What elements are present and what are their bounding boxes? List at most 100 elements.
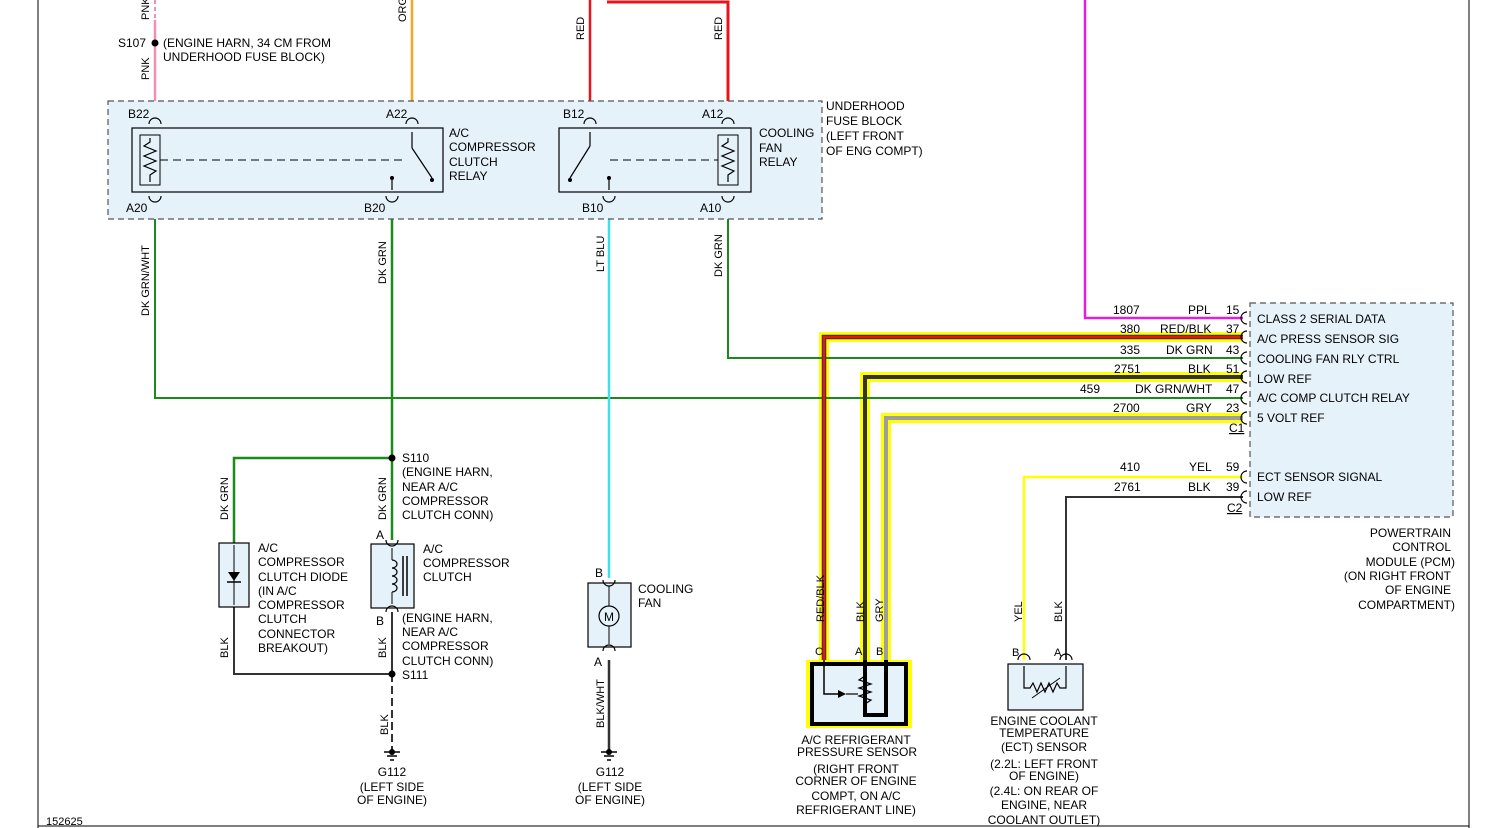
pin-a12: A12	[702, 107, 724, 121]
fuse-block-label-2: FUSE BLOCK	[826, 114, 902, 128]
ground-1: G112 (LEFT SIDE OF ENGINE)	[357, 749, 427, 807]
label-red-blk: RED/BLK	[815, 574, 827, 622]
pcm-row-2-color: DK GRN	[1166, 343, 1213, 357]
pcm-connector-c2: C2	[1227, 501, 1243, 515]
fan-relay-label-3: RELAY	[759, 155, 797, 169]
fan-label-1: COOLING	[638, 582, 693, 596]
diode-label-4: (IN A/C	[258, 584, 297, 598]
ground-2-loc-2: OF ENGINE)	[575, 793, 645, 807]
fuse-block-label-4: OF ENG COMPT)	[826, 144, 923, 158]
clutch-label-1: A/C	[423, 542, 443, 556]
s107-id: S107	[118, 36, 146, 50]
pcm-row-3-color: BLK	[1188, 362, 1211, 376]
pcm-row-0-circuit: 1807	[1113, 303, 1140, 317]
s110-id: S110	[402, 451, 429, 465]
wires	[153, 0, 1243, 752]
wire-labels: PNK PNK ORG RED RED DK GRN/WHT DK GRN LT…	[140, 0, 1065, 735]
sensor-pin-c: C	[815, 646, 823, 658]
fan-pin-b: B	[595, 566, 603, 580]
s110-desc-2: NEAR A/C	[402, 480, 458, 494]
ect-label-5: OF ENGINE)	[1009, 769, 1079, 783]
ground-2: G112 (LEFT SIDE OF ENGINE)	[575, 749, 645, 807]
label-gry-sensor: GRY	[874, 598, 886, 622]
clutch-label-3: CLUTCH	[423, 570, 472, 584]
clutch-coil-icon	[391, 559, 398, 593]
splice-s110: S110 (ENGINE HARN, NEAR A/C COMPRESSOR C…	[388, 451, 493, 522]
diode-label-7: CONNECTOR	[258, 627, 335, 641]
pin-a22: A22	[386, 107, 408, 121]
ground-1-loc-2: OF ENGINE)	[357, 793, 427, 807]
splice-s111: S111	[388, 668, 429, 682]
ac-compressor-clutch: A B A/C COMPRESSOR CLUTCH (ENGINE HARN, …	[370, 528, 510, 668]
clutch-pin-b: B	[376, 614, 384, 628]
pin-b10: B10	[582, 201, 604, 215]
fan-label-2: FAN	[638, 596, 661, 610]
label-dk-grn-b20: DK GRN	[377, 241, 389, 284]
clutch-pin-a: A	[376, 528, 384, 542]
pcm-row-4-circuit: 459	[1080, 382, 1100, 396]
label-red-2: RED	[713, 17, 725, 40]
pcm-row-7-color: BLK	[1188, 480, 1211, 494]
label-blk-ect: BLK	[1053, 601, 1065, 622]
ect-pin-b: B	[1012, 647, 1019, 659]
comp-relay-label-4: RELAY	[449, 169, 487, 183]
pcm-row-3-pin: 51	[1226, 362, 1240, 376]
label-lt-blu: LT BLU	[595, 236, 607, 272]
pcm-row-2-function: COOLING FAN RLY CTRL	[1257, 352, 1400, 366]
pcm-row-0-color: PPL	[1188, 303, 1211, 317]
ect-pin-a: A	[1054, 647, 1062, 659]
pcm-row-1-function: A/C PRESS SENSOR SIG	[1257, 332, 1399, 346]
diode-label-2: COMPRESSOR	[258, 555, 345, 569]
motor-letter: M	[604, 610, 614, 624]
splice-s107: S107 (ENGINE HARN, 34 CM FROM UNDERHOOD …	[118, 36, 331, 64]
s107-desc-1: (ENGINE HARN, 34 CM FROM	[163, 36, 331, 50]
pcm-row-2-pin: 43	[1226, 343, 1240, 357]
ac-sensor-label-6: COMPT, ON A/C	[811, 789, 901, 803]
pcm-row-0-function: CLASS 2 SERIAL DATA	[1257, 312, 1386, 326]
ground-1-id: G112	[378, 765, 407, 779]
pcm-connector-c1: C1	[1229, 421, 1245, 435]
ground-1-loc-1: (LEFT SIDE	[360, 780, 424, 794]
ect-label-8: COOLANT OUTLET)	[988, 813, 1100, 827]
pcm-row-6-circuit: 410	[1120, 460, 1140, 474]
label-blk-sensor: BLK	[855, 601, 867, 622]
fan-relay-switch-icon	[569, 145, 591, 179]
clutch-loc-3: COMPRESSOR	[402, 639, 489, 653]
pcm-label-3: MODULE (PCM)	[1366, 555, 1455, 569]
s110-desc-1: (ENGINE HARN,	[402, 465, 493, 479]
ground-2-id: G112	[596, 765, 625, 779]
pcm-row-1-color: RED/BLK	[1160, 322, 1211, 336]
label-blk-clutch: BLK	[377, 637, 389, 658]
pcm-label-1: POWERTRAIN	[1370, 526, 1451, 540]
pcm-row-6-pin: 59	[1226, 460, 1240, 474]
label-dk-grn-wht: DK GRN/WHT	[140, 245, 152, 316]
s107-desc-2: UNDERHOOD FUSE BLOCK)	[163, 50, 325, 64]
label-pnk-top: PNK	[140, 0, 152, 20]
pcm-pin-arcs	[1240, 311, 1248, 504]
pcm-label-5: OF ENGINE	[1385, 583, 1451, 597]
ect-label-1: ENGINE COOLANT	[990, 714, 1098, 728]
pin-b22: B22	[128, 107, 150, 121]
diode-label-6: CLUTCH	[258, 612, 307, 626]
pin-b12: B12	[563, 107, 585, 121]
clutch-loc-1: (ENGINE HARN,	[402, 611, 493, 625]
clutch-loc-2: NEAR A/C	[402, 625, 458, 639]
pcm-row-0-pin: 15	[1226, 303, 1240, 317]
pcm-label-2: CONTROL	[1392, 540, 1451, 554]
pcm-row-4-color: DK GRN/WHT	[1135, 382, 1213, 396]
pcm-row-2-circuit: 335	[1120, 343, 1140, 357]
s110-desc-3: COMPRESSOR	[402, 494, 489, 508]
pcm-row-1-circuit: 380	[1120, 322, 1140, 336]
label-blk-wht: BLK/WHT	[595, 679, 607, 728]
fan-relay-coil-icon	[720, 138, 736, 182]
pin-a10: A10	[700, 201, 722, 215]
ground-icon	[389, 749, 395, 755]
pcm-row-4-pin: 47	[1226, 382, 1240, 396]
ac-sensor-label-1: A/C REFRIGERANT	[801, 733, 911, 747]
diode-label-3: CLUTCH DIODE	[258, 570, 348, 584]
label-blk-ground: BLK	[379, 714, 391, 735]
ect-label-6: (2.4L: ON REAR OF	[990, 784, 1099, 798]
label-org: ORG	[397, 0, 409, 22]
